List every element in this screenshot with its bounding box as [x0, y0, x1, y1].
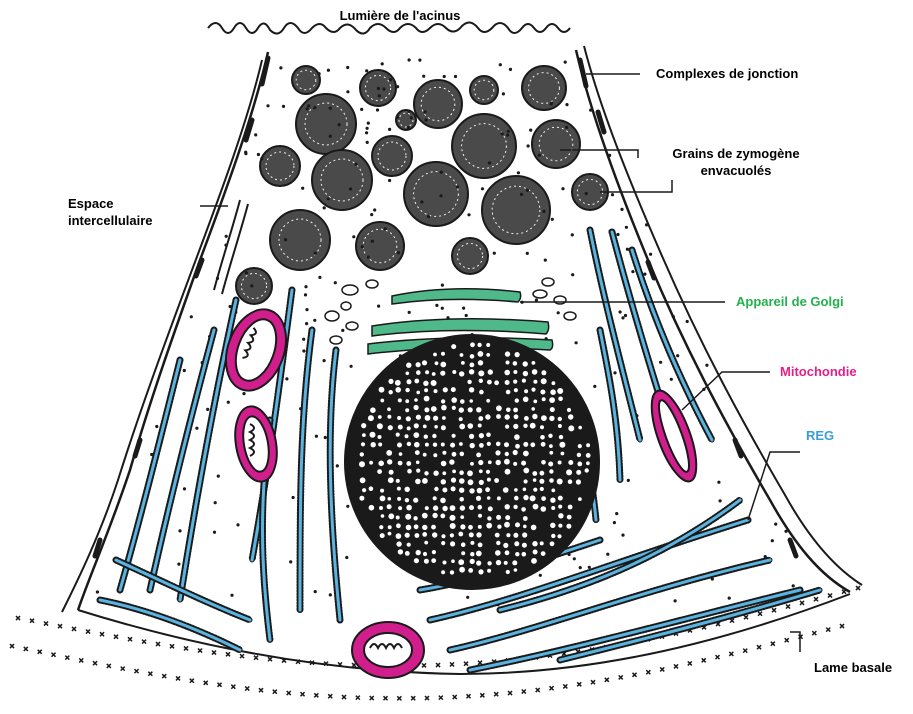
- apical-membrane: [208, 22, 570, 33]
- intercellular-label-line1: Espace: [68, 196, 114, 212]
- lumen-label: Lumière de l'acinus: [320, 8, 480, 24]
- zymogen-label-line2: envacuolés: [656, 163, 816, 179]
- mitochondria-label: Mitochondie: [780, 364, 857, 380]
- reg-label: REG: [806, 428, 834, 444]
- intercellular-label-line2: intercellulaire: [68, 213, 153, 229]
- basal-lamina: [10, 586, 860, 700]
- golgi-label: Appareil de Golgi: [736, 294, 844, 310]
- nucleus: [346, 336, 598, 588]
- basal-lamina-label: Lame basale: [814, 660, 892, 676]
- junction-complexes-label: Complexes de jonction: [656, 66, 798, 82]
- right-cell-membrane: [576, 50, 850, 592]
- zymogen-label-line1: Grains de zymogène: [656, 146, 816, 162]
- zymogen-granules: [236, 66, 608, 304]
